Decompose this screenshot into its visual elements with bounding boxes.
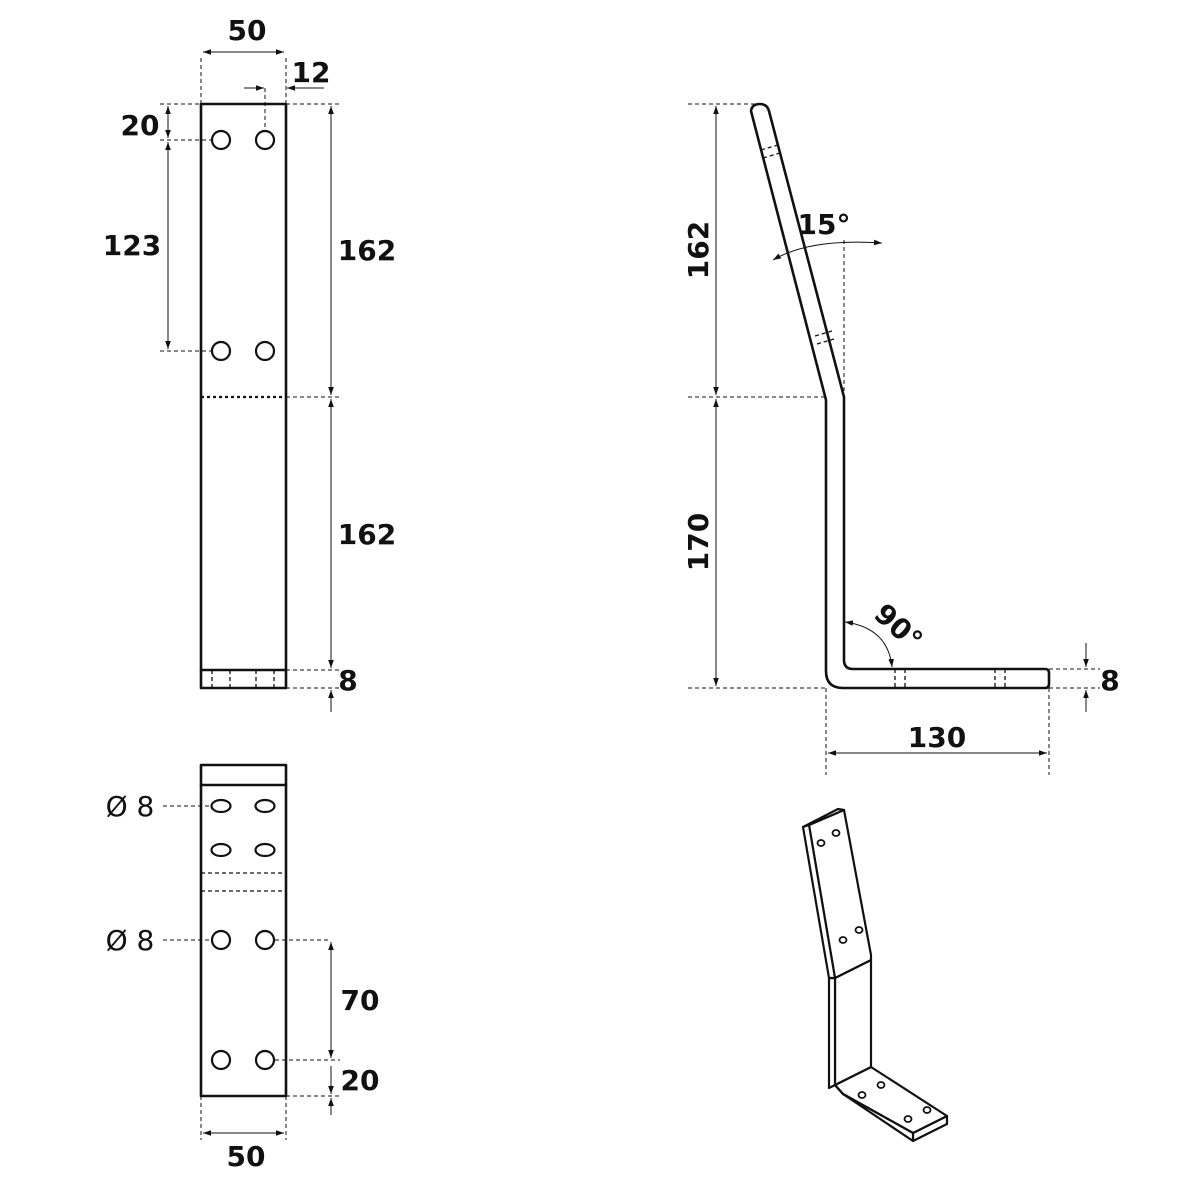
front-thickness-label: 8 xyxy=(338,664,357,697)
side-right-angle-label: 90° xyxy=(868,597,929,657)
bottom-hole-dia-upper-label: Ø 8 xyxy=(106,790,155,823)
bottom-hole-elliptic-3 xyxy=(210,842,232,858)
iso-hole-7 xyxy=(903,1115,913,1123)
front-base-hole-hidden-lines xyxy=(211,670,275,688)
front-hole-spacing-label: 123 xyxy=(103,229,161,262)
front-view: 50 12 20 123 162 162 8 xyxy=(103,14,396,712)
side-thickness-label: 8 xyxy=(1100,664,1119,697)
iso-hole-3 xyxy=(838,936,848,944)
bottom-hole-2 xyxy=(254,929,276,951)
iso-hole-5 xyxy=(857,1091,867,1099)
side-upper-height-label: 162 xyxy=(682,221,715,279)
iso-vertical-face xyxy=(833,958,873,1087)
bottom-hole-elliptic-4 xyxy=(254,842,276,858)
bottom-hole-elliptic-2 xyxy=(254,798,276,814)
side-bend-angle-arc xyxy=(772,239,883,261)
side-base-length-label: 130 xyxy=(908,721,966,754)
side-view: 162 170 15° 90° 8 130 xyxy=(682,102,1120,775)
side-extension-lines xyxy=(688,103,1100,775)
iso-hole-2 xyxy=(831,829,841,837)
bottom-hole-dia-lower-label: Ø 8 xyxy=(106,924,155,957)
iso-hole-6 xyxy=(876,1081,886,1089)
front-top-edge-label: 20 xyxy=(121,109,160,142)
front-extension-lines xyxy=(160,58,340,689)
front-lower-height-label: 162 xyxy=(338,518,396,551)
iso-upper-left-thickness xyxy=(801,823,837,980)
side-bend-angle-label: 15° xyxy=(798,208,851,241)
bottom-width-label: 50 xyxy=(227,1140,266,1173)
side-lower-height-label: 170 xyxy=(682,513,715,571)
side-right-angle-arc xyxy=(844,620,894,668)
bottom-hole-4 xyxy=(254,1049,276,1071)
isometric-view xyxy=(801,807,949,1143)
front-hole-top-left xyxy=(210,129,232,151)
front-width-label: 50 xyxy=(228,14,267,47)
front-offset-label: 12 xyxy=(292,56,331,89)
bottom-hole-1 xyxy=(210,929,232,951)
front-hole-lower-right xyxy=(254,340,276,362)
bottom-hole-elliptic-1 xyxy=(210,798,232,814)
bottom-view: Ø 8 Ø 8 70 20 50 xyxy=(106,763,380,1173)
side-hole-hidden-lines xyxy=(760,144,1006,688)
front-upper-height-label: 162 xyxy=(338,234,396,267)
front-hole-top-right xyxy=(254,129,276,151)
bottom-plate-outline xyxy=(199,763,288,1098)
bottom-hole-3 xyxy=(210,1049,232,1071)
iso-hole-1 xyxy=(816,839,826,847)
iso-left-thickness xyxy=(827,976,915,1143)
bottom-extension-lines xyxy=(163,805,340,1140)
bottom-hole-spacing-label: 70 xyxy=(341,984,380,1017)
side-profile-outline xyxy=(749,102,1051,690)
iso-hole-8 xyxy=(922,1106,932,1114)
iso-hole-4 xyxy=(854,926,864,934)
front-hole-lower-left xyxy=(210,340,232,362)
bottom-edge-label: 20 xyxy=(341,1064,380,1097)
